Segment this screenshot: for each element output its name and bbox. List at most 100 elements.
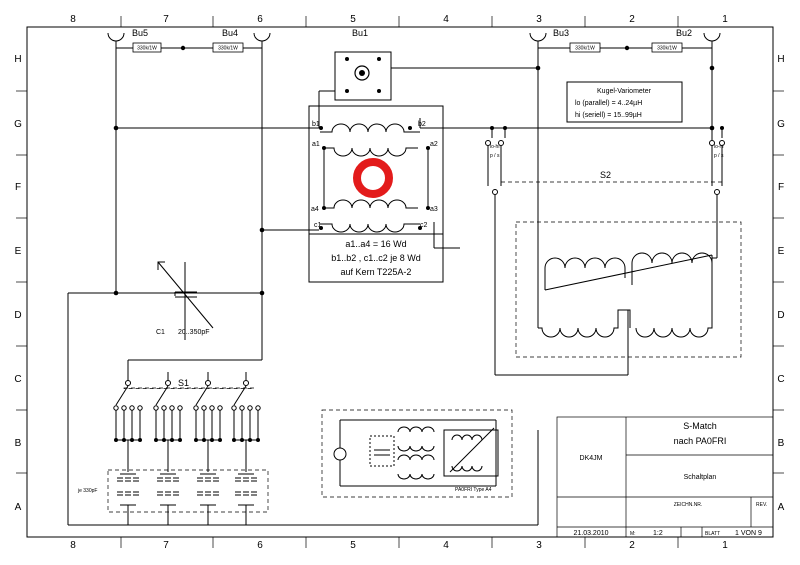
- s1-contact: [177, 405, 183, 411]
- s1-link: [123, 387, 255, 389]
- terminal-a2: a2: [430, 141, 438, 148]
- title-line-2: nach PA0FRI: [674, 436, 727, 446]
- s1-label: S1: [178, 378, 189, 388]
- col-label-5-bottom: 5: [350, 540, 356, 551]
- transformer-winding-b: [320, 123, 420, 133]
- s1-contact: [161, 405, 167, 411]
- s1-capacitors: [117, 473, 257, 525]
- resistor-r2: [212, 42, 244, 53]
- col-label-4: 4: [443, 14, 449, 25]
- s1-wiper: [115, 385, 129, 406]
- s1-cap-note: je 330pF: [77, 488, 97, 494]
- s2-left-contact-label: lo-hi: [490, 144, 499, 150]
- terminal-c2: c2: [420, 222, 428, 229]
- bu5-label: Bu5: [132, 28, 148, 38]
- terminal-a3: a3: [430, 206, 438, 213]
- variometer-lo: lo (parallel) = 4..24µH: [575, 100, 642, 107]
- terminal-a1: a1: [312, 141, 320, 148]
- connector-bu2: [703, 32, 721, 48]
- winding-note-box: [308, 233, 444, 283]
- title-author: DK4JM: [580, 455, 603, 462]
- s1-contact: [137, 405, 143, 411]
- connector-bu4: [253, 32, 271, 48]
- variometer-title: Kugel-Variometer: [597, 88, 652, 95]
- s1-wiper: [155, 385, 169, 406]
- s1-contact: [209, 405, 215, 411]
- row-label-d: D: [14, 310, 21, 321]
- s1-contact: [231, 405, 237, 411]
- s1-contact: [113, 405, 119, 411]
- row-label-h: H: [14, 54, 21, 65]
- resistor-r1: [132, 42, 162, 53]
- row-label-g: G: [14, 119, 22, 130]
- s2-right-contact-sub: p / s: [714, 153, 724, 159]
- inset-circuit: [333, 419, 499, 487]
- main-wiring: [67, 48, 713, 526]
- terminal-b1: b1: [312, 121, 320, 128]
- row-label-g-right: G: [777, 119, 785, 130]
- row-label-b-right: B: [778, 438, 785, 449]
- col-label-1: 1: [722, 14, 728, 25]
- s1-contact: [121, 405, 127, 411]
- col-label-3: 3: [536, 14, 542, 25]
- title-kind: Schaltplan: [684, 474, 717, 481]
- col-label-8: 8: [70, 14, 76, 25]
- bu1-label: Bu1: [352, 28, 368, 38]
- col-label-4-bottom: 4: [443, 540, 449, 551]
- s2-left-contact-sub: p / s: [490, 153, 500, 159]
- col-label-2-bottom: 2: [629, 540, 635, 551]
- s1-contact: [239, 405, 245, 411]
- title-block: [556, 416, 774, 538]
- s1-contact: [217, 405, 223, 411]
- winding-note-1: a1..a4 = 16 Wd: [345, 239, 406, 249]
- variometer-note-box: [566, 81, 683, 123]
- transformer-winding-a-lower: [324, 199, 418, 209]
- resistor-r1-value: 330k/1W: [137, 46, 157, 52]
- col-label-2: 2: [629, 14, 635, 25]
- row-label-c: C: [14, 374, 21, 385]
- resistor-r2-value: 330k/1W: [218, 46, 238, 52]
- s1-pivot: [205, 380, 211, 386]
- s2-left-contacts: [485, 128, 629, 376]
- col-label-1-bottom: 1: [722, 540, 728, 551]
- row-label-a: A: [15, 502, 22, 513]
- s1-wiper: [195, 385, 209, 406]
- connector-bu3: [529, 32, 547, 48]
- terminal-b2: b2: [418, 121, 426, 128]
- resistor-r4: [651, 42, 683, 53]
- variometer-box: [515, 221, 742, 358]
- s1-pivot: [165, 380, 171, 386]
- col-label-7: 7: [163, 14, 169, 25]
- col-label-3-bottom: 3: [536, 540, 542, 551]
- s1-contact: [201, 405, 207, 411]
- s1-wiper: [233, 385, 247, 406]
- capacitor-c1-value: 20..350pF: [178, 329, 210, 336]
- title-sheet: 1 VON 9: [735, 530, 762, 537]
- transformer-terminal-dots: [319, 126, 430, 230]
- s2-junction-dots: [490, 126, 724, 130]
- s1-pivot: [243, 380, 249, 386]
- col-label-6-bottom: 6: [257, 540, 263, 551]
- transformer-winding-c: [320, 223, 420, 233]
- resistor-r3: [569, 42, 601, 53]
- col-label-7-bottom: 7: [163, 540, 169, 551]
- title-sheet-label: BLATT: [705, 531, 720, 537]
- resistor-junction-dots: [180, 45, 630, 51]
- s1-contact: [153, 405, 159, 411]
- variometer-stator: [538, 257, 717, 338]
- title-rev: REV.: [756, 502, 767, 508]
- s1-contact: [193, 405, 199, 411]
- row-label-e: E: [15, 246, 22, 257]
- title-drawing-no: ZEICHN.NR.: [674, 502, 703, 508]
- terminal-a4: a4: [311, 206, 319, 213]
- s1-contact: [129, 405, 135, 411]
- s2-right-contact-label: lo-hi: [714, 144, 723, 150]
- row-label-d-right: D: [777, 310, 784, 321]
- col-label-8-bottom: 8: [70, 540, 76, 551]
- bu1-connector: [334, 51, 392, 101]
- row-label-a-right: A: [778, 502, 785, 513]
- variometer-hi: hi (seriell) = 15..99µH: [575, 112, 642, 119]
- capacitor-c1-name: C1: [156, 329, 165, 336]
- row-label-c-right: C: [777, 374, 784, 385]
